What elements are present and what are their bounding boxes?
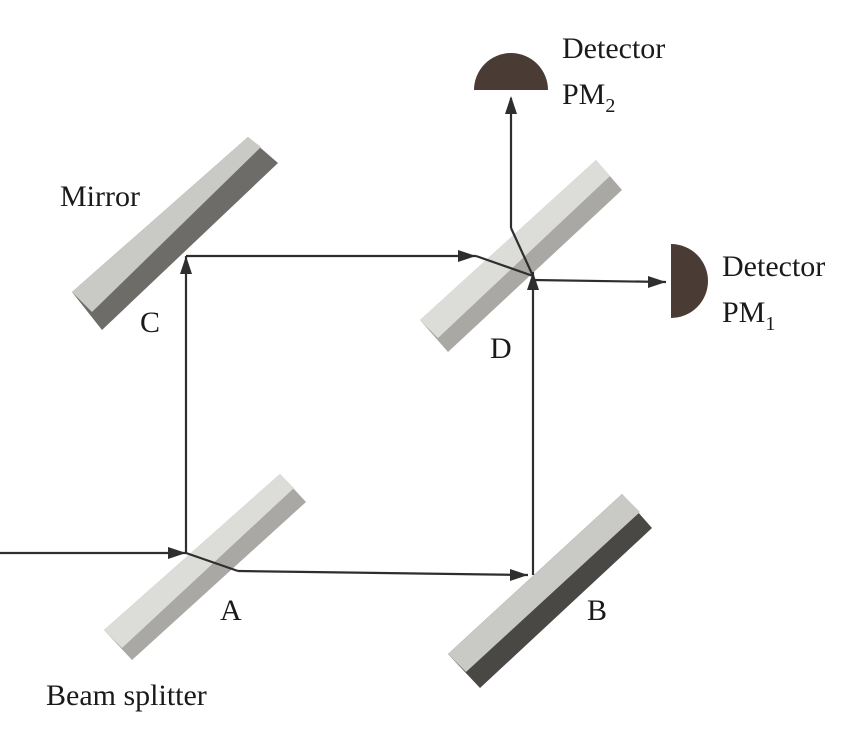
beam-a-refraction — [185, 551, 239, 573]
beam-d-refraction-2 — [510, 227, 534, 277]
beam-splitter-a — [104, 474, 306, 660]
beam-c-to-d-arrowhead — [458, 250, 476, 262]
pm2-subscript: 2 — [605, 95, 615, 117]
mirror-b — [448, 494, 652, 688]
detector-pm2-name: PM2 — [562, 78, 615, 117]
beam-paths — [0, 96, 667, 581]
detector-pm1-name: PM1 — [722, 296, 775, 335]
detector-pm1-title: Detector — [722, 250, 825, 283]
beam-a-to-b — [237, 569, 529, 577]
mirror-c-side — [72, 137, 278, 330]
beam-splitter-d — [420, 160, 622, 352]
detector-pm2-icon — [474, 53, 548, 90]
detector-pm1-icon — [671, 244, 708, 318]
beam-a-to-c-arrowhead — [180, 256, 192, 274]
mirror-label: Mirror — [60, 180, 140, 213]
pm1-subscript: 1 — [765, 313, 775, 335]
beam-splitter-d-face — [420, 160, 610, 338]
mirror-c-face — [72, 137, 261, 312]
beam-a-to-b-arrowhead — [510, 569, 528, 581]
beam-splitter-a-face — [104, 474, 294, 648]
pm2-base: PM — [562, 78, 605, 111]
beam-d-to-pm2-arrowhead — [505, 96, 517, 114]
point-b-label: B — [587, 594, 607, 627]
mirror-b-face — [448, 494, 640, 672]
mirror-c — [72, 137, 278, 330]
detector-pm2-title: Detector — [562, 32, 665, 65]
point-c-label: C — [140, 306, 160, 339]
point-a-label: A — [220, 594, 242, 627]
beam-splitter-label: Beam splitter — [46, 679, 207, 712]
beam-d-to-pm1-arrowhead — [648, 276, 666, 288]
beam-input-arrowhead — [168, 547, 186, 559]
pm1-base: PM — [722, 296, 765, 329]
beam-d-to-pm1 — [532, 278, 667, 284]
beam-d-refraction-1 — [475, 254, 534, 278]
point-d-label: D — [490, 332, 512, 365]
